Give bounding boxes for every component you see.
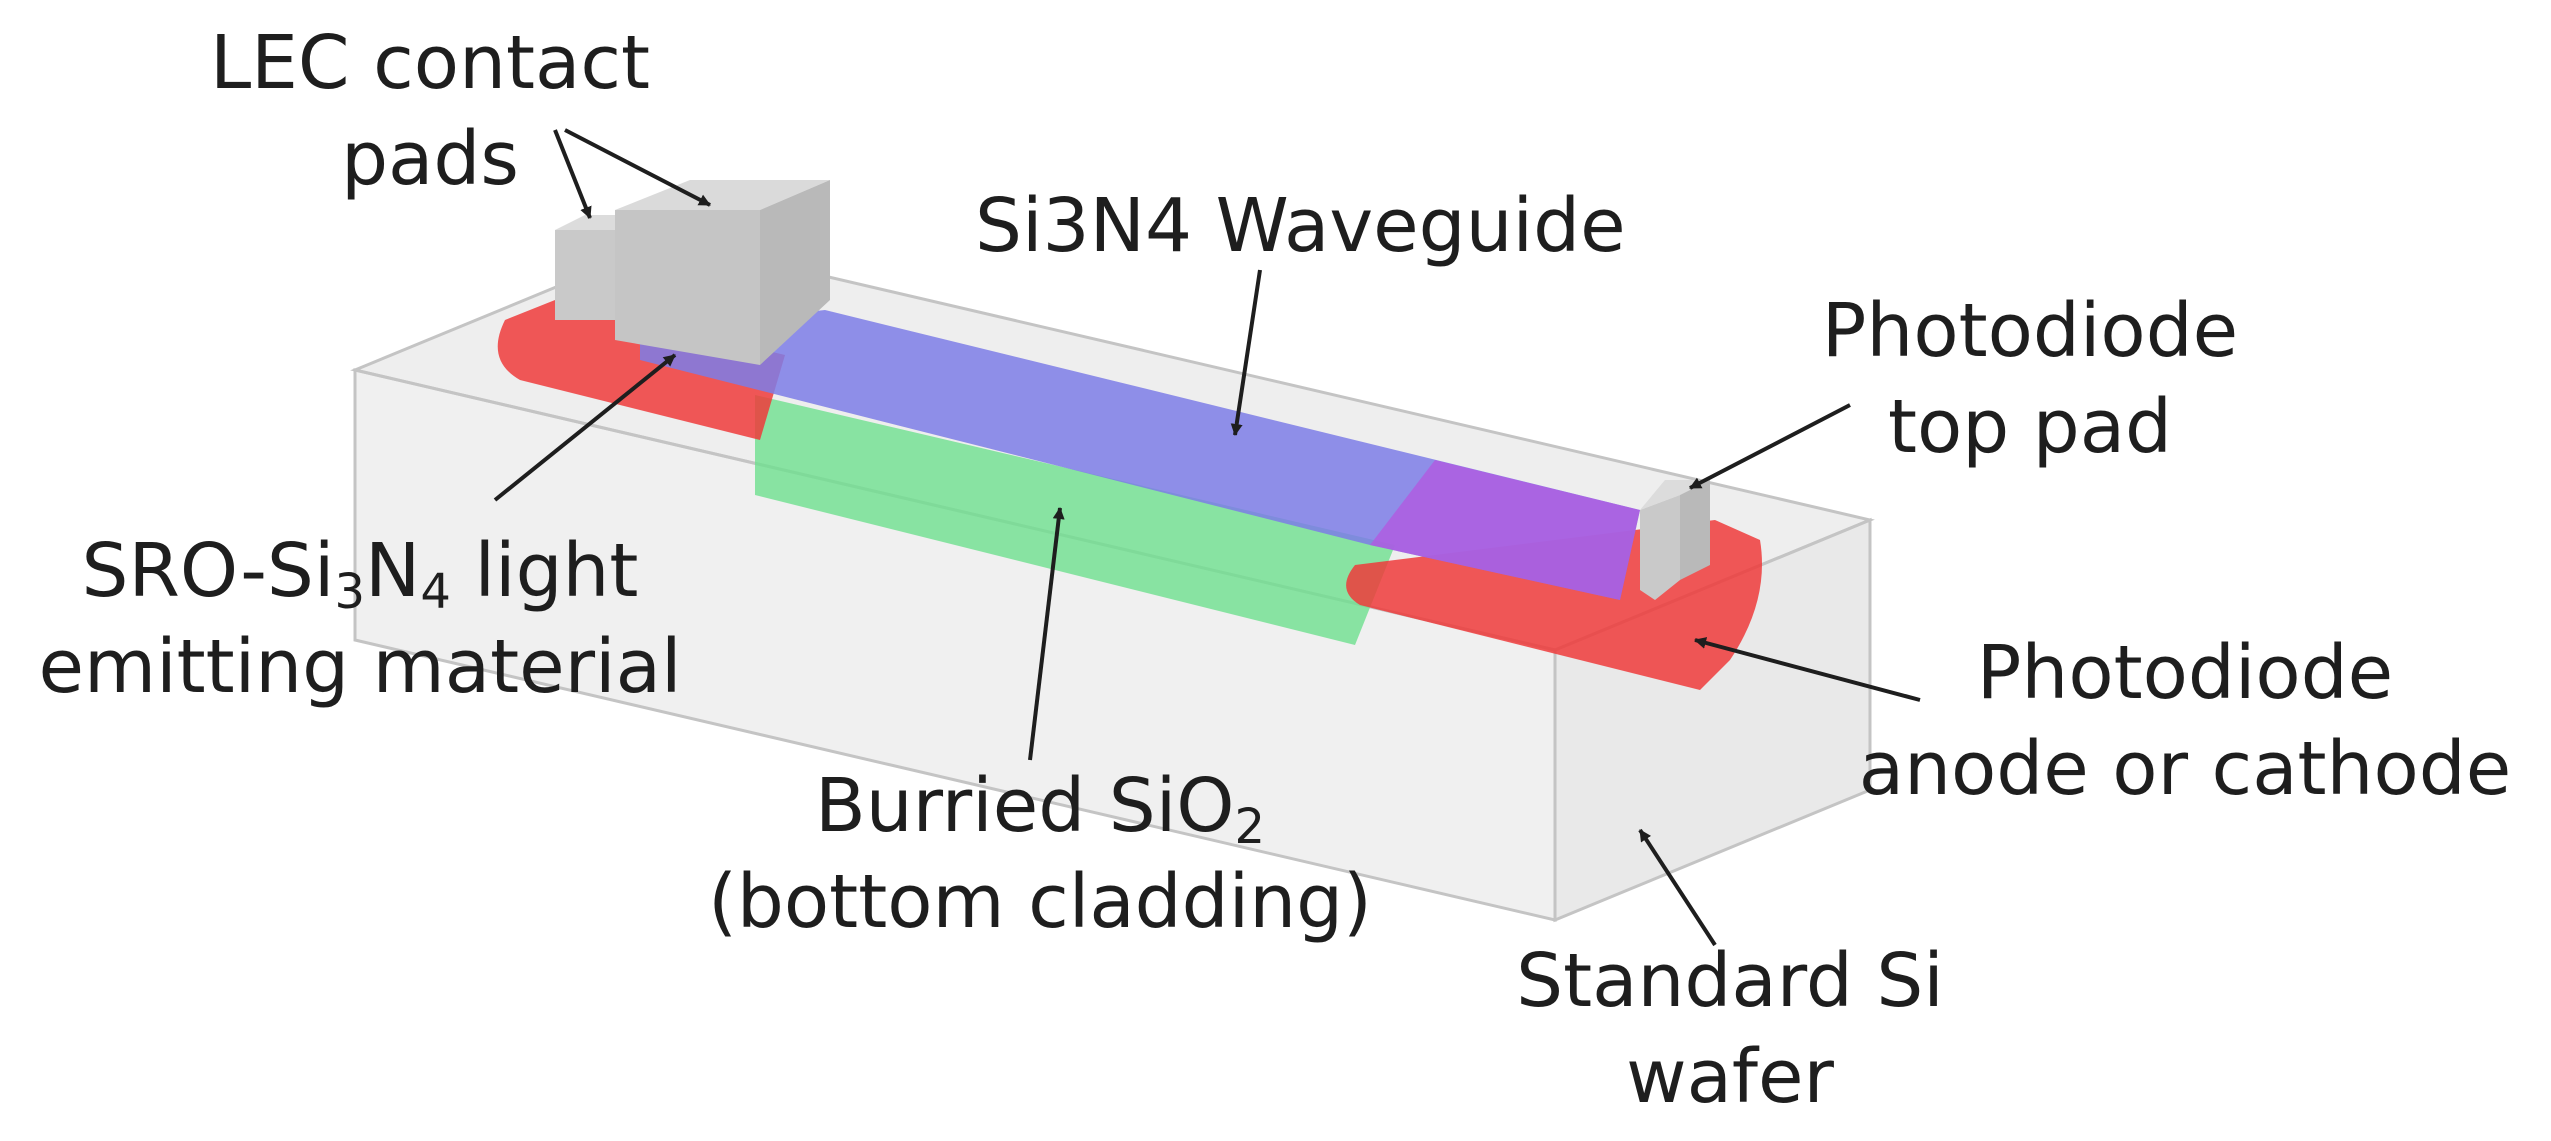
label-box-pre: Burried SiO — [814, 763, 1235, 849]
label-si-wafer: Standard Si wafer — [1480, 933, 1980, 1125]
label-box-line2: (bottom cladding) — [708, 859, 1372, 945]
arrow-lec-pad-1 — [553, 129, 592, 219]
arrow-buried-oxide — [1028, 507, 1065, 761]
label-sro-mid: N — [365, 528, 421, 614]
lec-pad-small-front — [555, 230, 620, 320]
label-sro-line2: emitting material — [38, 624, 682, 710]
label-pd-anode-line2: anode or cathode — [1858, 726, 2512, 812]
label-buried-oxide: Burried SiO2 (bottom cladding) — [660, 758, 1420, 950]
lec-pad-large-side — [760, 180, 830, 365]
waveguide-photodiode-overlap — [1370, 460, 1640, 600]
sro-left-region — [497, 300, 785, 440]
pd-pad-front — [1640, 495, 1680, 600]
label-lec-contact-pads: LEC contact pads — [180, 15, 680, 207]
lec-contact-pads — [555, 180, 830, 365]
label-photodiode-top-pad: Photodiode top pad — [1780, 283, 2280, 475]
label-waveguide-text: Si3N4 Waveguide — [975, 183, 1626, 269]
label-sro-pre: SRO-Si — [81, 528, 335, 614]
label-photodiode-anode: Photodiode anode or cathode — [1820, 625, 2550, 817]
arrow-lec-pad-2 — [564, 128, 711, 207]
photodiode-top-pad — [1640, 480, 1710, 600]
leader-arrows — [493, 128, 1921, 947]
pd-pad-side — [1680, 480, 1710, 580]
arrow-sro-material — [493, 353, 677, 502]
lec-pad-large-top — [615, 180, 830, 210]
label-box-line1: Burried SiO2 — [660, 758, 1420, 854]
label-wafer-line1: Standard Si — [1516, 938, 1944, 1024]
arrow-si-wafer — [1638, 828, 1717, 947]
label-waveguide: Si3N4 Waveguide — [975, 178, 1626, 274]
arrow-waveguide — [1230, 269, 1262, 436]
label-sro-sub1: 3 — [334, 564, 366, 620]
label-pd-top-line2: top pad — [1887, 384, 2173, 470]
label-lec-line1: LEC contact — [209, 20, 651, 106]
label-lec-line2: pads — [341, 116, 519, 202]
label-box-sub: 2 — [1234, 799, 1266, 855]
arrow-photodiode-anode — [1694, 637, 1921, 702]
buried-oxide-layer — [755, 395, 1395, 645]
arrow-photodiode-top-pad — [1689, 403, 1851, 490]
lec-pad-large-front — [615, 210, 760, 365]
label-pd-top-line1: Photodiode — [1821, 288, 2239, 374]
label-sro-material: SRO-Si3N4 light emitting material — [10, 523, 710, 715]
label-wafer-line2: wafer — [1626, 1034, 1834, 1120]
label-pd-anode-line1: Photodiode — [1976, 630, 2394, 716]
label-sro-line1: SRO-Si3N4 light — [10, 523, 710, 619]
label-sro-post: light — [450, 528, 639, 614]
label-sro-sub2: 4 — [420, 564, 451, 620]
